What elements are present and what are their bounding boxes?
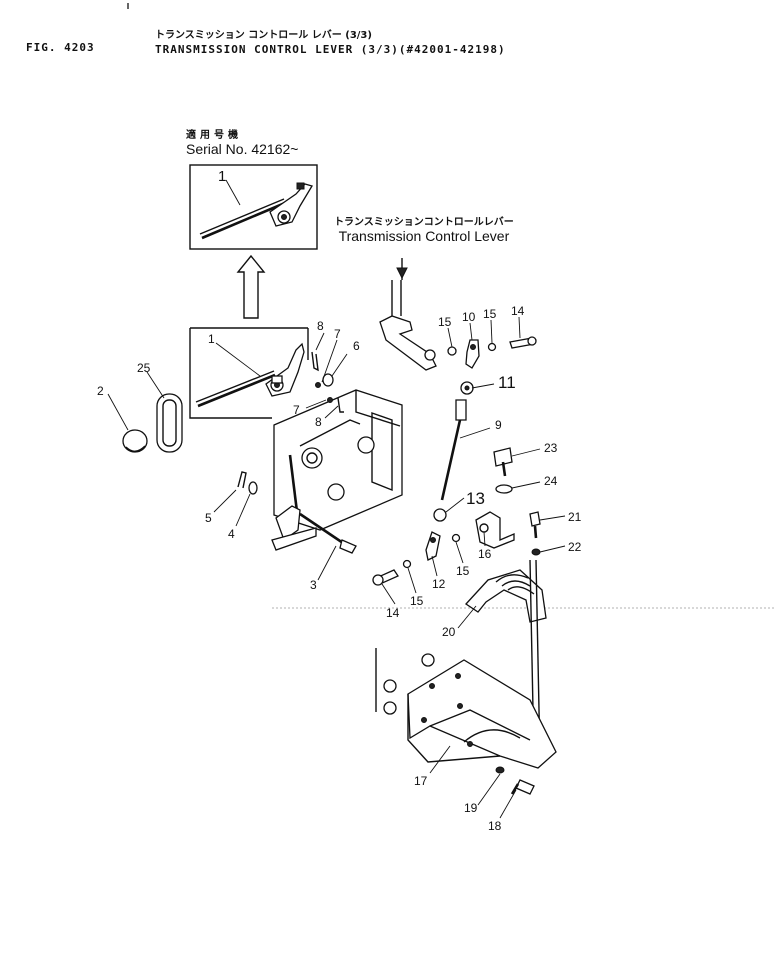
callout-numbers: 1 1 2 25 3 4 5 6 7 7 8 8 9 10 11 12 13 1…	[97, 168, 582, 833]
title-japanese: トランスミッション コントロール レバー (3/3)	[155, 30, 372, 41]
callout-1-inset: 1	[218, 168, 226, 185]
callout-15-c: 15	[456, 564, 470, 578]
leader-lines	[107, 179, 566, 819]
callout-13: 13	[466, 489, 485, 508]
nut-part-11	[460, 381, 474, 395]
cover-part-17	[375, 648, 557, 769]
callout-4: 4	[228, 527, 235, 541]
lever-part-16	[475, 511, 515, 549]
cap-part-2	[122, 429, 148, 453]
callout-22: 22	[568, 540, 582, 554]
arrow-up-icon	[236, 254, 266, 319]
callout-3: 3	[310, 578, 317, 592]
callout-7-lower: 7	[293, 403, 300, 417]
lever-note-en: Transmission Control Lever	[338, 228, 510, 244]
cotter-pin-part-5	[237, 471, 247, 489]
callout-14-lower: 14	[386, 606, 400, 620]
callout-11: 11	[498, 373, 516, 392]
title-english: TRANSMISSION CONTROL LEVER (3/3)(#42001-…	[155, 43, 506, 56]
pin-part-3	[299, 512, 357, 554]
serial-note-en: Serial No. 42162~	[186, 141, 299, 157]
rod-part-9	[440, 399, 467, 501]
callout-25: 25	[137, 361, 151, 375]
rod-end-hardware-upper	[447, 336, 537, 369]
bolt-part-21	[529, 511, 541, 539]
callout-10: 10	[462, 310, 476, 324]
grommet-part-25	[156, 393, 183, 453]
callout-16: 16	[478, 547, 492, 561]
washer-part-22	[531, 548, 541, 556]
callout-1-lever: 1	[208, 332, 215, 346]
washer-part-24	[495, 484, 513, 494]
callout-24: 24	[544, 474, 558, 488]
bracket-part-20	[465, 569, 547, 623]
washer-part-4	[248, 481, 258, 495]
callout-18: 18	[488, 819, 502, 833]
callout-15-b: 15	[483, 307, 497, 321]
lever-note-jp: トランスミッションコントロールレバー	[334, 217, 514, 228]
callout-15-d: 15	[410, 594, 424, 608]
callout-14-upper: 14	[511, 304, 525, 318]
lever-bracket	[271, 389, 403, 551]
callout-23: 23	[544, 441, 558, 455]
washer-part-19	[495, 766, 505, 774]
lever-note: トランスミッションコントロールレバー Transmission Control …	[334, 213, 514, 244]
callout-6: 6	[353, 339, 360, 353]
transmission-lever-part	[379, 258, 437, 371]
callout-8-lower: 8	[315, 415, 322, 429]
callout-7-upper: 7	[334, 327, 341, 341]
callout-20: 20	[442, 625, 456, 639]
callout-2: 2	[97, 384, 104, 398]
callout-12: 12	[432, 577, 446, 591]
callout-8-upper: 8	[317, 319, 324, 333]
inset-standard-lever	[189, 327, 309, 419]
bolt-part-18	[510, 779, 535, 795]
callout-5: 5	[205, 511, 212, 525]
rod-end-hardware-lower	[372, 531, 461, 586]
figure-number: FIG. 4203	[26, 41, 95, 54]
callout-19: 19	[464, 801, 478, 815]
callout-21: 21	[568, 510, 582, 524]
serial-note-jp: 適用号機	[186, 130, 242, 141]
inset-serial-variant	[189, 164, 318, 250]
callout-15-a: 15	[438, 315, 452, 329]
serial-note: 適用号機 Serial No. 42162~	[186, 126, 298, 157]
callout-17: 17	[414, 774, 428, 788]
nut-part-13	[433, 508, 447, 522]
callout-9: 9	[495, 418, 502, 432]
bolt-part-23	[493, 447, 513, 477]
